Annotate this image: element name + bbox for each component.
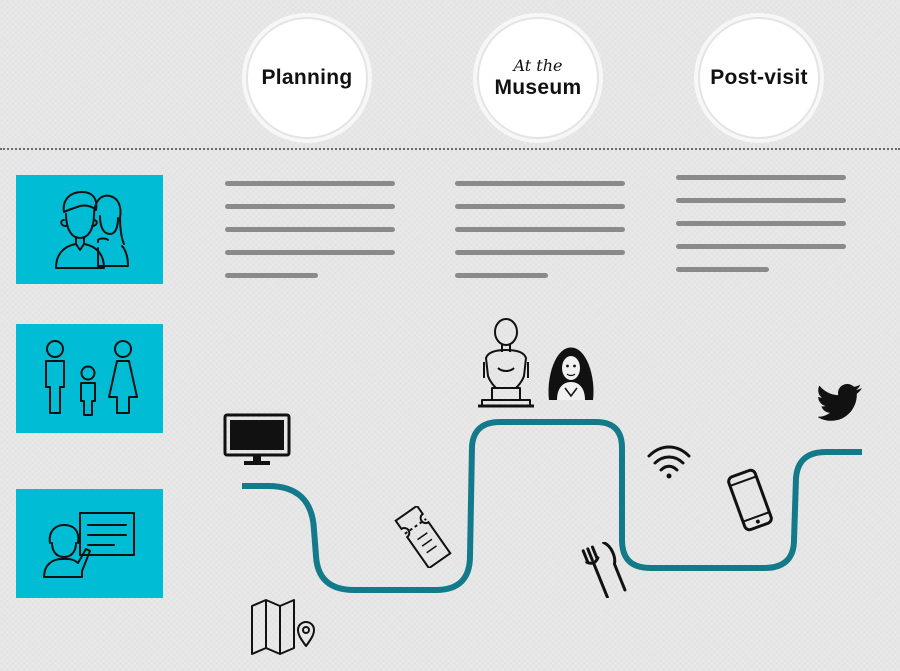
cutlery-icon <box>581 542 627 598</box>
text-line-placeholder <box>225 273 318 278</box>
stage-label: Museum <box>494 76 582 99</box>
post-visit-text-placeholder <box>676 175 846 290</box>
stage-prefix: At the <box>513 56 563 75</box>
ticket-icon <box>394 506 452 568</box>
text-line-placeholder <box>225 227 395 232</box>
persona-teacher <box>16 489 163 598</box>
text-line-placeholder <box>455 227 625 232</box>
text-line-placeholder <box>455 273 548 278</box>
monitor-icon <box>223 413 291 465</box>
twitter-icon <box>818 384 862 421</box>
text-line-placeholder <box>676 221 846 226</box>
statue-icon <box>478 318 534 408</box>
map-icon <box>251 599 315 655</box>
stage-divider <box>0 148 900 150</box>
text-line-placeholder <box>455 204 625 209</box>
text-line-placeholder <box>676 198 846 203</box>
text-line-placeholder <box>225 181 395 186</box>
stage-post-visit: Post-visit <box>698 17 820 139</box>
couple-icon <box>54 190 129 269</box>
text-line-placeholder <box>676 175 846 180</box>
persona-family <box>16 324 163 433</box>
mona-lisa-icon <box>548 347 594 400</box>
text-line-placeholder <box>225 250 395 255</box>
journey-line <box>242 419 862 593</box>
text-line-placeholder <box>455 250 625 255</box>
stage-at-the-museum: At the Museum <box>477 17 599 139</box>
text-line-placeholder <box>676 267 769 272</box>
smartphone-icon <box>727 468 773 532</box>
planning-text-placeholder <box>225 181 395 296</box>
stage-planning: Planning <box>246 17 368 139</box>
text-line-placeholder <box>676 244 846 249</box>
family-icon <box>44 339 138 416</box>
wifi-icon <box>647 445 691 479</box>
stage-label: Post-visit <box>710 66 808 89</box>
text-line-placeholder <box>225 204 395 209</box>
stage-label: Planning <box>261 66 353 89</box>
teacher-icon <box>42 511 135 578</box>
text-line-placeholder <box>455 181 625 186</box>
persona-couple <box>16 175 163 284</box>
museum-text-placeholder <box>455 181 625 296</box>
